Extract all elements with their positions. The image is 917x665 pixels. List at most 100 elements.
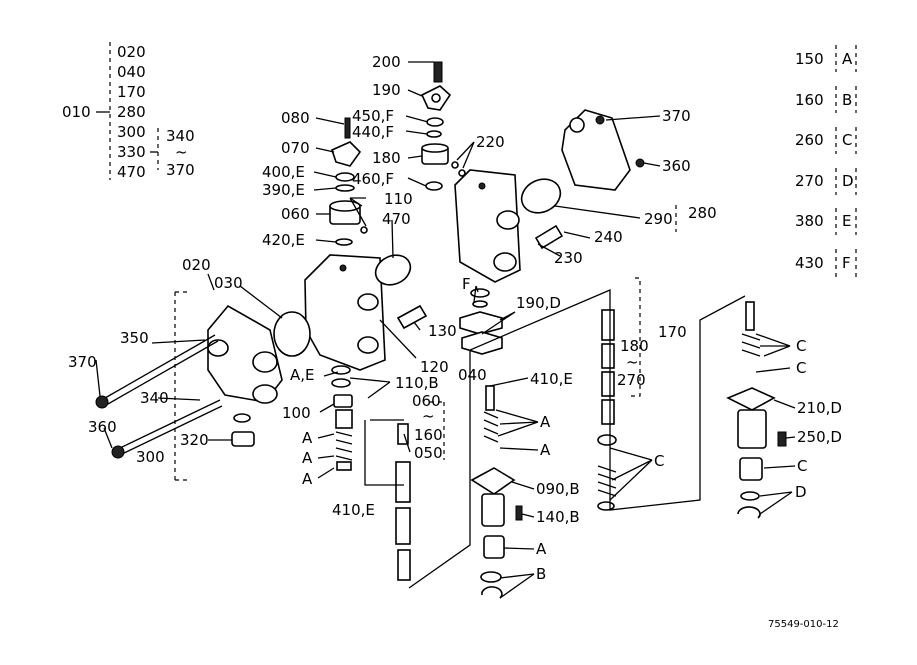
sub-range-from: 340 [166, 127, 195, 145]
callout: 400,E [262, 163, 305, 181]
callout: 080 [281, 109, 310, 127]
spool-100-icon [335, 409, 353, 429]
callout: 110,B [395, 374, 439, 392]
screw-370-icon [595, 115, 605, 125]
legend-number: 270 [795, 172, 824, 190]
callout: A [536, 540, 547, 558]
callout: 180 [620, 337, 649, 355]
group-item: 300 [117, 123, 146, 141]
callout: 070 [281, 139, 310, 157]
callout: 200 [372, 53, 401, 71]
callout: 300 [136, 448, 165, 466]
plug-130-icon [396, 304, 428, 330]
legend-letter: C [842, 131, 852, 149]
callout: 030 [214, 274, 243, 292]
callout: 060 [281, 205, 310, 223]
callout: 090,B [536, 480, 580, 498]
group-item: 470 [117, 163, 146, 181]
sub-range-to: 370 [166, 161, 195, 179]
snap-ring-icon [481, 586, 503, 599]
callout: 190,D [516, 294, 561, 312]
legend-letter: A [842, 50, 853, 68]
spool-050-icon [397, 423, 409, 445]
cylinder-090-icon [481, 493, 505, 527]
callout: 140,B [536, 508, 580, 526]
tie-rod-350-icon [104, 334, 216, 399]
callout: 050 [414, 444, 443, 462]
callout: F [462, 275, 471, 293]
cylinder-210-icon [737, 409, 767, 449]
callout: 350 [120, 329, 149, 347]
legend: 150 A 160 B 260 C 270 D 380 E 430 F [795, 45, 857, 278]
callout: 420,E [262, 231, 305, 249]
callout: 410,E [530, 370, 573, 388]
legend-number: 150 [795, 50, 824, 68]
group-item: 280 [117, 103, 146, 121]
callout: A [540, 441, 551, 459]
group-number: 010 [62, 103, 91, 121]
callout: 390,E [262, 181, 305, 199]
group-item: 020 [117, 43, 146, 61]
callout: 370 [662, 107, 691, 125]
flange-090-icon [470, 467, 516, 495]
callout: 120 [420, 358, 449, 376]
flange-210-icon [726, 387, 776, 411]
callout: A [302, 449, 313, 467]
legend-letter: B [842, 91, 852, 109]
callout: 450,F [352, 107, 394, 125]
legend-letter: F [842, 254, 851, 272]
callout: 460,F [352, 170, 394, 188]
callout: 440,F [352, 123, 394, 141]
callout-labels: 200 190 450,F 440,F 080 220 070 180 400,… [68, 53, 842, 583]
sub-range-tilde: ~ [175, 143, 188, 161]
callout: 290 [644, 210, 673, 228]
callout: 110 [384, 190, 413, 208]
legend-number: 380 [795, 212, 824, 230]
group-010-list: 010 020 040 170 280 300 330 470 340 ~ 37… [62, 42, 195, 181]
callout: A [302, 470, 313, 488]
callout: 040 [458, 366, 487, 384]
callout: 100 [282, 404, 311, 422]
callout: A [302, 429, 313, 447]
callout: 320 [180, 431, 209, 449]
callout: A,E [290, 366, 315, 384]
callout: C [796, 337, 806, 355]
plug-320-icon [231, 431, 255, 447]
callout: 210,D [797, 399, 842, 417]
callout: 270 [617, 371, 646, 389]
callout: 250,D [797, 428, 842, 446]
callout: 160 [414, 426, 443, 444]
figure-id: 75549-010-12 [768, 619, 839, 630]
callout: 020 [182, 256, 211, 274]
callout: 240 [594, 228, 623, 246]
legend-letter: E [842, 212, 851, 230]
callout: 410,E [332, 501, 375, 519]
oring-470-icon [374, 254, 412, 286]
callout: 470 [382, 210, 411, 228]
callout: 220 [476, 133, 505, 151]
callout: D [795, 483, 807, 501]
legend-number: 430 [795, 254, 824, 272]
callout: C [797, 457, 807, 475]
group-item: 170 [117, 83, 146, 101]
oring-030-icon [273, 311, 311, 357]
legend-number: 160 [795, 91, 824, 109]
callout: ~ [422, 407, 435, 425]
legend-number: 260 [795, 131, 824, 149]
bolt-200-icon [433, 61, 443, 83]
nut-370-icon [95, 395, 109, 409]
leader-lines [95, 61, 796, 599]
part-drawings [95, 61, 787, 599]
legend-letter: D [842, 172, 854, 190]
callout: 130 [428, 322, 457, 340]
callout: C [654, 452, 664, 470]
bolt-080-icon [344, 117, 351, 139]
callout: 170 [658, 323, 687, 341]
callout: 180 [372, 149, 401, 167]
nut-360-icon [111, 445, 125, 459]
callout: 190 [372, 81, 401, 99]
gasket-190-icon [459, 311, 503, 335]
callout: A [540, 413, 551, 431]
callout: 230 [554, 249, 583, 267]
